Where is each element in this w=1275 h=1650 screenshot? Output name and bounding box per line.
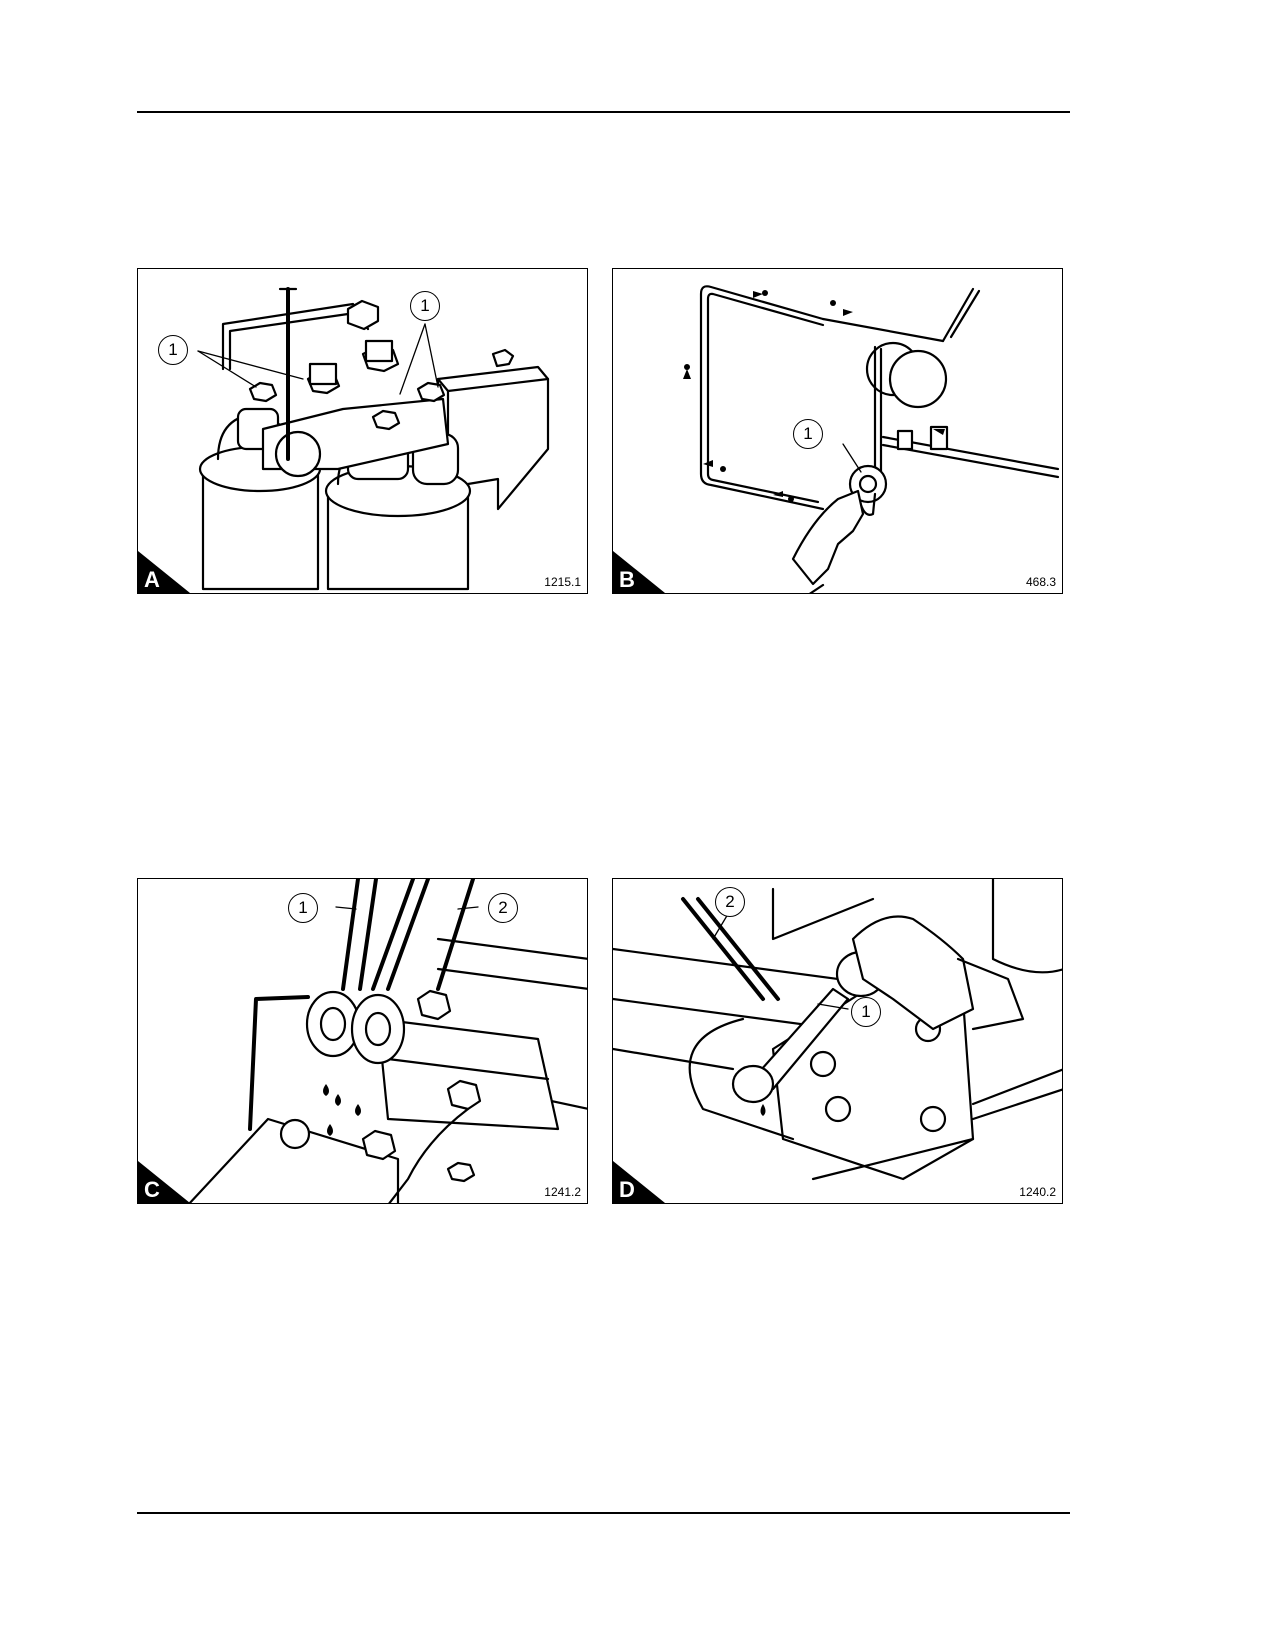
figure-b: 1 B 468.3 [612,268,1063,594]
figure-letter: A [144,567,160,592]
header-rule [137,111,1070,113]
figure-letter-badge [613,551,665,593]
figure-letter: D [619,1177,635,1202]
callout-2: 2 [715,887,745,917]
figure-d: 2 1 D 1240.2 [612,878,1063,1204]
footer-rule [137,1512,1070,1514]
callout-2: 2 [488,893,518,923]
figure-c-illustration [188,879,587,1203]
figure-letter: C [144,1177,160,1202]
figure-a: 1 1 A 1215.1 [137,268,588,594]
figure-code: 1240.2 [1019,1185,1056,1199]
figure-letter: B [619,567,635,592]
callout-1: 1 [793,419,823,449]
callout-1: 1 [851,997,881,1027]
figure-code: 1215.1 [544,575,581,589]
figure-c: 1 2 C 1241.2 [137,878,588,1204]
callout-1: 1 [158,335,188,365]
figure-d-illustration [613,879,1062,1181]
figure-code: 468.3 [1025,575,1056,589]
callout-1: 1 [288,893,318,923]
figure-letter-badge [138,551,190,593]
figure-code: 1241.2 [544,1185,581,1199]
figure-letter-badge [613,1161,665,1203]
figure-b-illustration [683,285,1060,593]
figure-letter-badge [138,1161,190,1203]
callout-1: 1 [410,291,440,321]
figure-a-illustration [197,287,550,591]
